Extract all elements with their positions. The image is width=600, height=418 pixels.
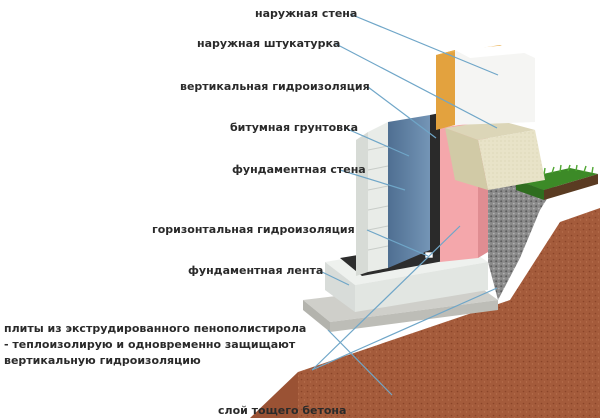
leader-horizontal-waterproofing [366, 229, 429, 257]
bitumen-primer-layer [388, 115, 430, 268]
label-horizontal-waterproofing: горизонтальная гидроизоляция [152, 223, 355, 236]
outer-wall [436, 44, 535, 130]
leader-lean-concrete [327, 329, 393, 396]
label-vertical-waterproofing: вертикальная гидроизоляция [180, 80, 370, 93]
outer-plaster-layer [445, 120, 545, 190]
leader-outer-plaster [335, 43, 498, 129]
leader-bitumen-primer [344, 127, 410, 157]
label-outer-wall: наружная стена [255, 7, 357, 20]
label-eps-boards-line-2: - теплоизолирую и одновременно защищают [4, 338, 296, 351]
leader-foundation-strip [319, 270, 350, 286]
vertical-waterproofing-layer [430, 113, 440, 256]
foundation-wall [356, 122, 389, 276]
leader-eps-boards-1 [311, 225, 461, 371]
leader-lines [311, 13, 499, 396]
gravel-backfill [488, 168, 560, 300]
soil-ground [250, 208, 600, 418]
label-bitumen-primer: битумная грунтовка [230, 121, 358, 134]
label-lean-concrete: слой тощего бетона [218, 404, 346, 417]
leader-vertical-waterproofing [367, 86, 437, 139]
label-foundation-strip: фундаментная лента [188, 264, 323, 277]
label-foundation-wall: фундаментная стена [232, 163, 366, 176]
leader-outer-wall [349, 13, 499, 76]
leader-eps-boards-2 [311, 287, 498, 371]
leader-foundation-wall [339, 169, 406, 191]
label-outer-plaster: наружная штукатурка [197, 37, 340, 50]
diagram-labels: наружная стена наружная штукатурка верти… [4, 7, 370, 417]
label-eps-boards-line-3: вертикальную гидроизоляцию [4, 354, 201, 367]
label-eps-boards-line-1: плиты из экструдированного пенополистиро… [4, 322, 306, 335]
